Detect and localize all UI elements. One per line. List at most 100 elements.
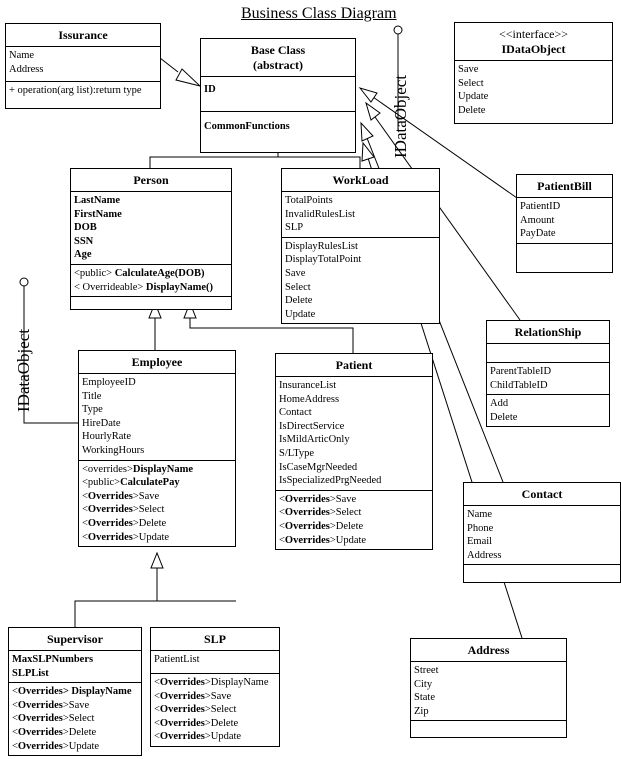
attribute-row: Address <box>9 63 44 75</box>
attribute-row: Type <box>82 404 103 416</box>
diagram-title: Business Class Diagram <box>241 5 397 22</box>
assoc-patientbill-base <box>372 96 518 199</box>
attribute-row: HireDate <box>82 417 121 429</box>
attribute-row: Amount <box>520 214 555 226</box>
operation-mid: CalculateAge(DOB) <box>112 267 205 279</box>
operation-pre: <overrides> <box>82 463 133 475</box>
attribute-row: Email <box>467 536 493 548</box>
class-name: Supervisor <box>9 628 141 651</box>
operation-pre: < Overrideable> <box>74 281 146 293</box>
operation-pre: < <box>279 507 285 519</box>
operation-row: <Overrides>DisplayName <box>154 676 276 690</box>
operation-kw: Overrides <box>87 517 133 529</box>
operation-post: >Save <box>62 699 90 711</box>
operation-kw: Overrides <box>17 726 63 738</box>
operation-pre: < <box>12 699 18 711</box>
operation-row: < Overrideable> DisplayName() <box>74 281 228 295</box>
operation-pre: < <box>154 704 160 716</box>
operation-post: >Delete <box>329 520 364 532</box>
operation-post: >Delete <box>132 517 167 529</box>
operation-kw: Overrides <box>284 520 330 532</box>
operation-row: <Overrides>Update <box>12 740 138 754</box>
class-base: Base Class (abstract) ID CommonFunctions <box>200 38 356 153</box>
attribute-row: PatientList <box>154 654 200 665</box>
empty-section <box>411 721 566 737</box>
operation-pre: < <box>12 726 18 738</box>
attribute-row: HomeAddress <box>279 393 340 405</box>
operation-row: <Overrides>Update <box>82 531 232 545</box>
operation-kw: Overrides <box>87 490 133 502</box>
empty-section <box>487 344 609 363</box>
operation-mid: DisplayName() <box>145 281 213 293</box>
lollipop-employee-line <box>23 286 78 424</box>
attribute-row: Title <box>82 390 102 402</box>
arrowhead-issurance-base <box>175 68 202 87</box>
operation-row: <Overrides>Save <box>82 490 232 504</box>
assoc-issurance-base <box>159 57 179 73</box>
arrowhead-address-base <box>361 141 375 162</box>
attribute-row: Address <box>467 549 502 561</box>
attribute-row: SLPList <box>12 667 49 679</box>
attribute-row: City <box>414 678 433 690</box>
operation-pre: < <box>82 490 88 502</box>
operation-kw: Overrides <box>17 740 63 752</box>
operation-post: >Select <box>132 504 165 516</box>
operation-row: <Overrides>Save <box>154 690 276 704</box>
operation-row: <Overrides>Save <box>279 493 429 507</box>
attribute-row: Age <box>74 249 92 261</box>
operation-kw: Overrides <box>87 504 133 516</box>
operation-kw: Overrides <box>159 717 205 729</box>
operation-kw: Overrides <box>159 704 205 716</box>
operations-section: + operation(arg list):return type <box>6 82 160 108</box>
operation-kw: Overrides <box>284 493 330 505</box>
attribute-row: HourlyRate <box>82 431 131 443</box>
operation-row: <Overrides>Update <box>154 730 276 744</box>
operation-kw: Overrides <box>159 677 205 688</box>
class-name: SLP <box>151 628 279 651</box>
attribute-row: PatientID <box>520 201 561 212</box>
operation-post: > DisplayName <box>62 686 132 698</box>
arrowhead-patient-person <box>183 301 197 319</box>
operation-row: Select <box>285 281 311 293</box>
operation-pre: < <box>154 717 160 729</box>
operation-post: >Update <box>132 531 170 543</box>
operation-row: Save <box>458 64 479 75</box>
attribute-row: SSN <box>74 235 94 247</box>
lollipop-label-base: IDataObject <box>391 74 410 158</box>
operation-row: <Overrides>Delete <box>82 517 232 531</box>
class-name: Employee <box>79 351 235 374</box>
attribute-row: EmployeeID <box>82 377 136 388</box>
attribute-row: IsCaseMgrNeeded <box>279 461 358 473</box>
operation-mid: DisplayName <box>132 463 194 475</box>
operation-kw: Overrides <box>17 699 63 711</box>
class-name: PatientBill <box>517 175 612 198</box>
operation-post: >Save <box>132 490 160 502</box>
operation-row: <Overrides>Select <box>82 503 232 517</box>
attribute-row: Contact <box>279 407 312 419</box>
operations-section: <Overrides> DisplayName<Overrides>Save<O… <box>9 683 141 755</box>
operation-post: >Save <box>204 690 232 702</box>
operation-post: >Update <box>204 731 242 743</box>
operation-pre: < <box>82 504 88 516</box>
operation-post: >DisplayName <box>204 677 269 688</box>
attribute-row: FirstName <box>74 208 122 220</box>
attribute-row: State <box>414 692 435 704</box>
operation-post: >Select <box>329 507 362 519</box>
operation-row: DisplayTotalPoint <box>285 254 362 266</box>
operation-post: >Select <box>204 704 237 716</box>
operation-row: CommonFunctions <box>204 121 290 132</box>
attribute-row: IsMildArticOnly <box>279 434 350 446</box>
operation-row: <Overrides>Select <box>12 712 138 726</box>
operation-row: <Overrides>Save <box>12 699 138 713</box>
